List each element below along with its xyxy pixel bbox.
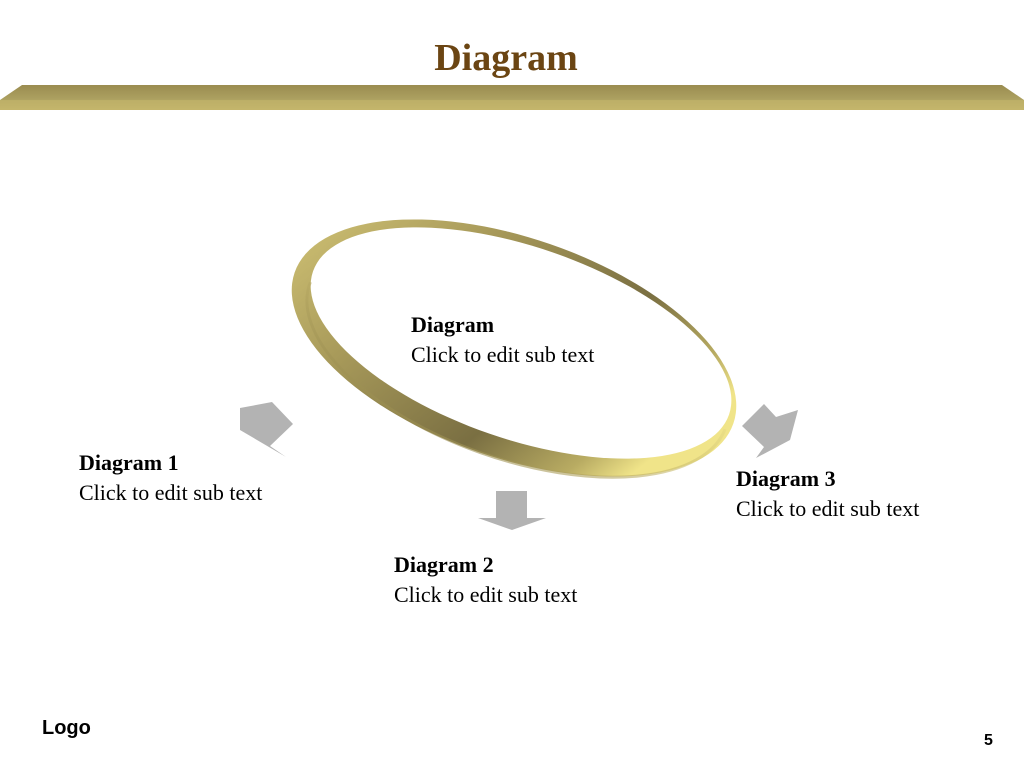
logo: Logo (42, 717, 91, 739)
center-heading[interactable]: Diagram (411, 312, 495, 337)
slide-title[interactable]: Diagram (434, 37, 578, 79)
diagram-1-heading[interactable]: Diagram 1 (79, 450, 179, 475)
title-bar (0, 85, 1024, 110)
diagram-3-subtext[interactable]: Click to edit sub text (736, 496, 920, 521)
down-right-arrow-icon (742, 404, 798, 458)
diagram-3-heading[interactable]: Diagram 3 (736, 466, 836, 491)
diagram-2-label: Diagram 2 Click to edit sub text (394, 550, 577, 610)
down-left-arrow-icon (240, 402, 293, 457)
page-number: 5 (984, 732, 993, 749)
down-arrow-icon (478, 491, 546, 530)
ring-band (291, 219, 737, 479)
center-subtext[interactable]: Click to edit sub text (411, 342, 595, 367)
diagram-2-heading[interactable]: Diagram 2 (394, 552, 494, 577)
diagram-3-label: Diagram 3 Click to edit sub text (736, 464, 919, 524)
diagram-2-subtext[interactable]: Click to edit sub text (394, 582, 578, 607)
center-label: Diagram Click to edit sub text (411, 310, 594, 370)
diagram-1-label: Diagram 1 Click to edit sub text (79, 448, 262, 508)
diagram-1-subtext[interactable]: Click to edit sub text (79, 480, 263, 505)
